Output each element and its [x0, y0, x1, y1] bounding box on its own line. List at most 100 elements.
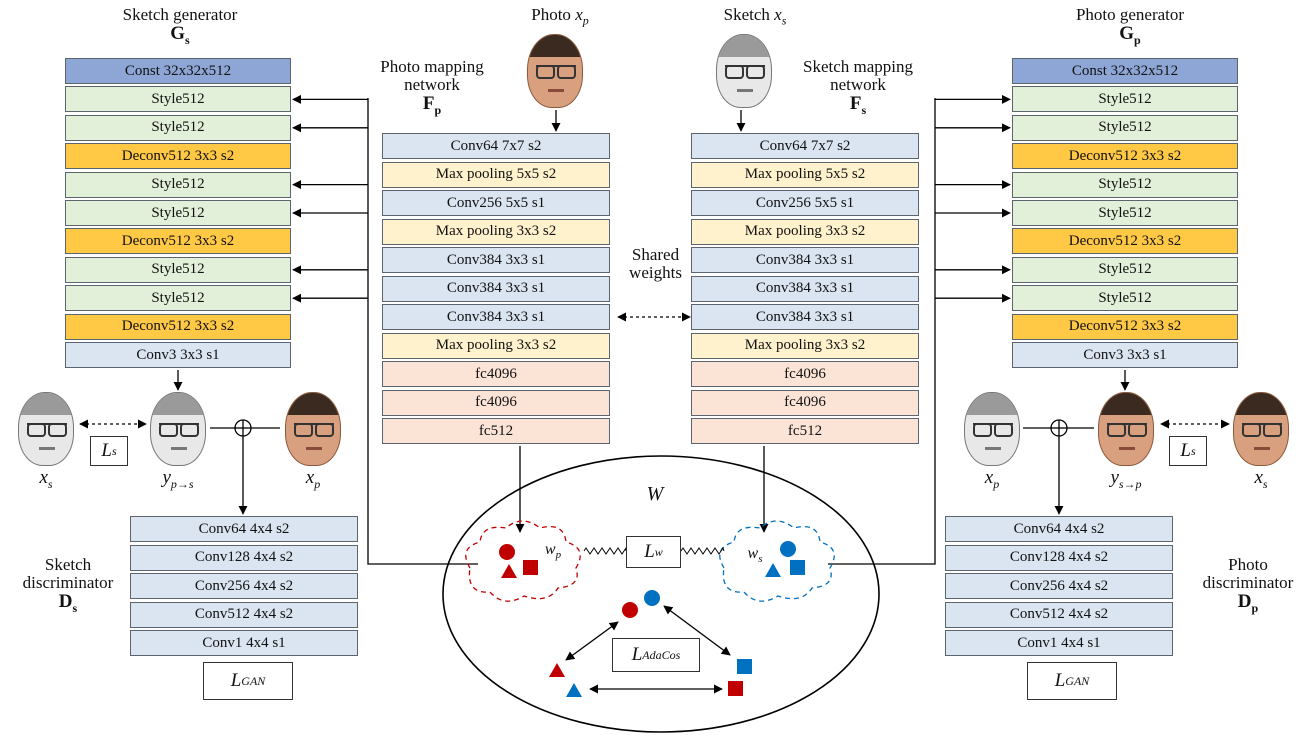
photo-discriminator-layer: Conv128 4x4 s2: [945, 544, 1173, 571]
right-generated-photo-face-image: [1098, 392, 1154, 466]
sketch-discriminator-layer: Conv64 4x4 s2: [130, 516, 358, 542]
adacos-circle-triangle-arrow: [565, 621, 619, 661]
sketch-discriminator-layer: Conv128 4x4 s2: [130, 544, 358, 571]
right-xp-label: xp: [984, 467, 1000, 491]
photo-generator-layer: Const 32x32x512: [1012, 58, 1238, 84]
ws-cloud: [719, 520, 835, 602]
photo-mapping-layer: Conv256 5x5 s1: [382, 190, 610, 216]
photo-generator-layer: Deconv512 3x3 s2: [1012, 143, 1238, 170]
sketch-generator-layer: Style512: [65, 200, 291, 226]
photo-mapping-layer: Conv384 3x3 s1: [382, 247, 610, 273]
photo-input-label: Photo xp: [531, 5, 589, 28]
photo-generator-layer: Style512: [1012, 200, 1238, 226]
sketch-mapping-layer: fc4096: [691, 361, 919, 387]
sketch-mapping-layer: Max pooling 3x3 s2: [691, 218, 919, 245]
sketch-discriminator-layer: Conv256 4x4 s2: [130, 573, 358, 599]
ws-label: ws: [747, 545, 763, 566]
sketch-generator-layer: Deconv512 3x3 s2: [65, 313, 291, 340]
photo-mapping-layer: Max pooling 5x5 s2: [382, 161, 610, 188]
left-yps-label: yp→s: [162, 467, 194, 491]
photo-discriminator-layer: Conv1 4x4 s1: [945, 630, 1173, 656]
sketch-generator-layer: Style512: [65, 171, 291, 198]
photo-mapping-layer: fc512: [382, 418, 610, 444]
wp-triangle-marker: [501, 564, 517, 578]
ws-circle-marker: [780, 541, 796, 557]
left-photo-face-image: [285, 392, 341, 466]
left-generated-sketch-face-image: [150, 392, 206, 466]
sketch-mapping-layer: Conv384 3x3 s1: [691, 275, 919, 302]
sketch-generator-layer: Conv3 3x3 s1: [65, 342, 291, 368]
sketch-discriminator-layer: Conv512 4x4 s2: [130, 601, 358, 628]
connector-lines: [79, 94, 1230, 733]
photo-input-face-image: [527, 34, 583, 108]
sketch-generator-layer: Style512: [65, 285, 291, 312]
wp-circle-marker: [499, 544, 515, 560]
sketch-generator-layer: Style512: [65, 114, 291, 141]
adacos-blue-square: [737, 659, 752, 674]
sketch-input-face-image: [716, 34, 772, 108]
sketch-mapping-layer: Conv384 3x3 s1: [691, 247, 919, 273]
photo-generator-layer: Deconv512 3x3 s2: [1012, 313, 1238, 340]
adacos-red-square: [728, 681, 743, 696]
sketch-mapping-layer: Max pooling 3x3 s2: [691, 332, 919, 359]
sketch-mapping-layer: fc4096: [691, 389, 919, 416]
photo-mapping-layer: Conv64 7x7 s2: [382, 133, 610, 159]
sketch-generator-title: Sketch generator Gs: [122, 5, 238, 47]
lw-left-zigzag: [583, 546, 627, 555]
latent-space-ellipse: [442, 455, 880, 733]
photo-discriminator-layer: Conv512 4x4 s2: [945, 601, 1173, 628]
sketch-mapping-layer: Conv64 7x7 s2: [691, 133, 919, 159]
adacos-blue-circle: [644, 590, 660, 606]
right-sketch-face-image: [964, 392, 1020, 466]
photo-generator-title: Photo generator Gp: [1075, 5, 1185, 47]
sketch-input-label: Sketch xs: [723, 5, 787, 28]
adacos-red-circle: [622, 602, 638, 618]
photo-discriminator-layer: Conv256 4x4 s2: [945, 573, 1173, 599]
sketch-generator-layer: Const 32x32x512: [65, 58, 291, 84]
adacos-red-triangle: [549, 663, 565, 677]
sketch-generator-layer: Style512: [65, 256, 291, 283]
right-ysp-label: ys→p: [1110, 467, 1142, 491]
sketch-generator-layer: Deconv512 3x3 s2: [65, 228, 291, 255]
photo-generator-layer: Conv3 3x3 s1: [1012, 342, 1238, 368]
right-xs-label: xs: [1254, 467, 1268, 491]
photo-generator-layer: Style512: [1012, 285, 1238, 312]
latent-space-w-label: W: [646, 483, 664, 505]
photo-generator-layer: Style512: [1012, 256, 1238, 283]
wp-label: wp: [544, 541, 562, 562]
sketch-generator-layer: Deconv512 3x3 s2: [65, 143, 291, 170]
right-style-bus-line: [828, 98, 936, 565]
photo-generator-layer: Style512: [1012, 86, 1238, 113]
photo-generator-layer: Deconv512 3x3 s2: [1012, 228, 1238, 255]
ws-triangle-marker: [765, 563, 781, 577]
photo-mapping-layer: Conv384 3x3 s1: [382, 304, 610, 330]
left-xp-label: xp: [305, 467, 321, 491]
left-sketch-face-image: [18, 392, 74, 466]
photo-generator-layer: Style512: [1012, 171, 1238, 198]
sketch-mapping-layer: Conv384 3x3 s1: [691, 304, 919, 330]
right-photo-face-image: [1233, 392, 1289, 466]
ws-square-marker: [790, 560, 805, 575]
wp-cloud: [465, 520, 581, 602]
sketch-mapping-layer: fc512: [691, 418, 919, 444]
left-xs-label: xs: [39, 467, 53, 491]
sketch-mapping-layer: Max pooling 5x5 s2: [691, 161, 919, 188]
sketch-generator-layer: Style512: [65, 86, 291, 113]
photo-mapping-layer: Conv384 3x3 s1: [382, 275, 610, 302]
sketch-discriminator-layer: Conv1 4x4 s1: [130, 630, 358, 656]
wp-square-marker: [523, 560, 538, 575]
photo-mapping-layer: Max pooling 3x3 s2: [382, 332, 610, 359]
sketch-mapping-layer: Conv256 5x5 s1: [691, 190, 919, 216]
